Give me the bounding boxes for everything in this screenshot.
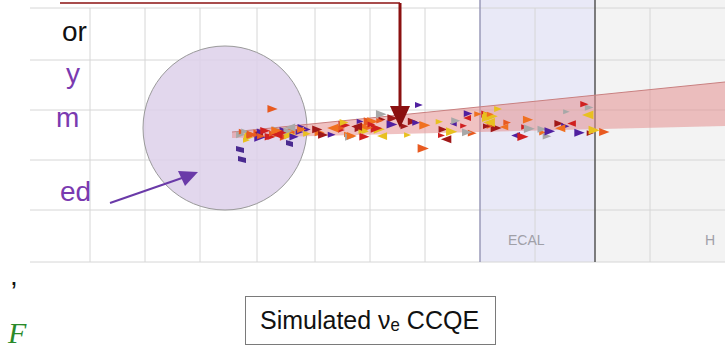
hit-marker bbox=[555, 124, 565, 132]
hit-marker bbox=[418, 144, 429, 153]
hit-marker bbox=[340, 119, 349, 126]
hit-marker bbox=[351, 122, 362, 130]
callout-line bbox=[110, 178, 182, 203]
hit-marker bbox=[580, 101, 588, 107]
callout-arrowhead bbox=[390, 106, 410, 128]
ecal-band: ECAL bbox=[480, 0, 595, 262]
hit-marker bbox=[474, 111, 482, 117]
node-text: H bbox=[705, 232, 715, 248]
hit-marker bbox=[483, 123, 490, 129]
hit-marker bbox=[297, 126, 306, 133]
hit-marker bbox=[463, 115, 471, 121]
slide-text: , bbox=[10, 262, 18, 290]
hit-marker bbox=[446, 127, 457, 136]
shower-hits bbox=[236, 101, 609, 153]
hit-marker bbox=[247, 131, 257, 139]
hit-marker bbox=[487, 112, 494, 117]
hit-marker bbox=[257, 133, 265, 139]
hit-marker bbox=[312, 125, 322, 133]
hit-marker bbox=[318, 131, 328, 139]
hit-marker bbox=[377, 132, 387, 140]
hit-marker bbox=[438, 133, 445, 138]
hit-marker bbox=[517, 133, 528, 142]
hcal-region bbox=[595, 0, 725, 262]
slide-text: or bbox=[62, 18, 87, 46]
caption-box: Simulated νₑ CCQE bbox=[245, 296, 496, 345]
hit-marker bbox=[599, 128, 609, 136]
hit-marker bbox=[462, 128, 472, 136]
hit-marker bbox=[347, 132, 357, 140]
vertex-hits bbox=[236, 126, 306, 163]
hit-marker bbox=[451, 117, 460, 124]
detector-grid bbox=[30, 8, 725, 262]
node-text: ECAL bbox=[508, 232, 545, 248]
callout-line bbox=[60, 2, 400, 4]
hit-marker bbox=[582, 110, 593, 119]
hit-marker bbox=[419, 121, 430, 130]
hcal-band: H bbox=[595, 0, 725, 262]
callout-line bbox=[399, 3, 402, 108]
node-text: Simulated νₑ CCQE bbox=[260, 305, 481, 335]
hit-marker bbox=[500, 124, 509, 131]
hit-marker bbox=[412, 120, 420, 126]
callout-arrowhead bbox=[178, 171, 198, 186]
hit-marker bbox=[563, 109, 570, 114]
hit-marker bbox=[494, 106, 502, 112]
hit-marker bbox=[376, 118, 383, 124]
shower-cone bbox=[232, 82, 725, 138]
hit-marker bbox=[441, 135, 451, 143]
hit-marker bbox=[544, 127, 555, 135]
slide-text: y bbox=[66, 60, 80, 88]
slide-text: m bbox=[56, 104, 79, 132]
hit-marker bbox=[574, 129, 584, 137]
hit-marker bbox=[436, 119, 443, 125]
hit-marker bbox=[415, 102, 423, 108]
hit-marker bbox=[267, 105, 277, 113]
hit-marker bbox=[567, 120, 576, 127]
hit-marker bbox=[376, 110, 387, 118]
hit-marker bbox=[464, 110, 473, 117]
hit-marker bbox=[524, 124, 535, 132]
hit-marker bbox=[271, 126, 282, 134]
hit-marker bbox=[327, 124, 338, 133]
hit-marker bbox=[368, 121, 376, 127]
math-symbol: F bbox=[8, 318, 26, 348]
hit-marker bbox=[460, 123, 467, 128]
hit-marker bbox=[404, 132, 411, 137]
hit-marker bbox=[328, 132, 336, 138]
slide-text: ed bbox=[60, 178, 91, 206]
hit-marker bbox=[359, 133, 369, 141]
hit-marker bbox=[289, 133, 298, 140]
hit-marker bbox=[585, 104, 594, 111]
hit-marker bbox=[589, 126, 600, 135]
cone-edge bbox=[232, 82, 725, 132]
hit-marker bbox=[260, 127, 270, 135]
hit-marker bbox=[387, 120, 398, 128]
hit-marker bbox=[303, 131, 311, 137]
hit-marker bbox=[523, 116, 533, 124]
hit-marker bbox=[243, 138, 250, 143]
hit-marker bbox=[283, 127, 292, 134]
hit-marker bbox=[362, 129, 369, 134]
hit-marker bbox=[439, 126, 448, 133]
